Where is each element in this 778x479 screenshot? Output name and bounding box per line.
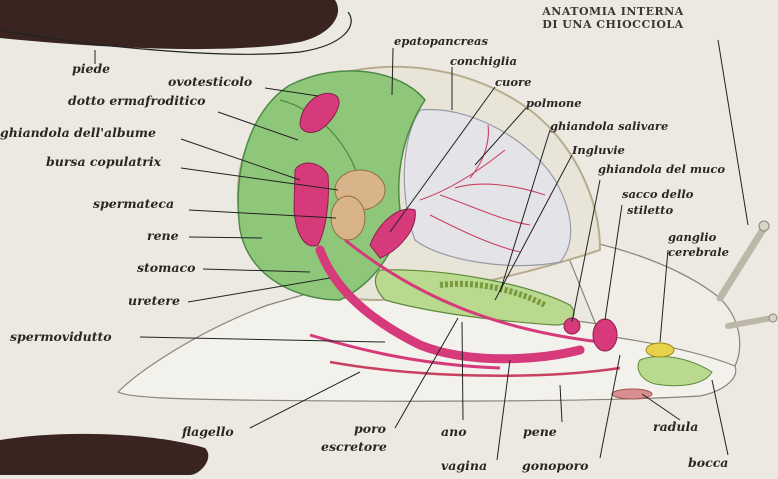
spermoviduct xyxy=(315,245,585,364)
label-ovotesticolo: ovotesticolo xyxy=(168,74,253,89)
mucus-gland xyxy=(563,317,581,335)
label-bursa-copulatrix: bursa copulatrix xyxy=(46,154,162,169)
crop xyxy=(374,269,575,326)
lower-tentacle-tip xyxy=(768,313,778,323)
label-flagello: flagello xyxy=(182,424,234,439)
upper-tentacle xyxy=(716,224,768,302)
buccal-mass xyxy=(637,355,713,387)
top-slug-shape xyxy=(0,0,339,50)
label-sacco-stiletto-2: stiletto xyxy=(627,203,674,217)
lower-tentacle xyxy=(725,315,775,329)
label-conchiglia: conchiglia xyxy=(450,54,517,68)
label-sacco-stiletto-1: sacco dello xyxy=(622,187,694,201)
label-ganglio-2: cerebrale xyxy=(668,245,729,259)
title-line-1: ANATOMIA INTERNA xyxy=(542,5,684,18)
label-pene: pene xyxy=(523,424,557,439)
label-gonoporo: gonoporo xyxy=(522,458,589,473)
label-ano: ano xyxy=(441,424,467,439)
ovotestis xyxy=(299,92,340,133)
top-curve-line xyxy=(0,11,352,55)
label-rene: rene xyxy=(147,228,179,243)
label-uretere: uretere xyxy=(128,293,180,308)
radula-organ xyxy=(611,388,653,400)
leader-lines xyxy=(94,39,749,461)
intestine xyxy=(329,360,621,377)
label-polmone: polmone xyxy=(526,96,582,110)
label-ingluvie: Ingluvie xyxy=(572,143,625,157)
label-spermateca: spermateca xyxy=(93,196,175,211)
label-epatopancreas: epatopancreas xyxy=(394,34,488,48)
label-escretore: escretore xyxy=(321,439,387,454)
label-piede: piede xyxy=(72,61,111,76)
upper-tentacle-tip xyxy=(758,220,770,232)
label-bocca: bocca xyxy=(688,455,729,470)
label-ganglio-1: ganglio xyxy=(668,230,717,244)
salivary-gland xyxy=(439,280,547,308)
label-ghiandola-muco: ghiandola del muco xyxy=(598,162,726,176)
cerebral-ganglion xyxy=(645,342,675,358)
label-ghiandola-albume: ghiandola dell'albume xyxy=(0,125,156,140)
label-ghiandola-salivare: ghiandola salivare xyxy=(550,119,669,133)
flagellum xyxy=(309,333,501,370)
label-poro: poro xyxy=(354,421,387,436)
bottom-slug-shape xyxy=(0,433,209,475)
label-vagina: vagina xyxy=(441,458,488,473)
lung xyxy=(403,108,572,267)
label-cuore: cuore xyxy=(495,75,532,89)
diagram-title: ANATOMIA INTERNA DI UNA CHIOCCIOLA xyxy=(528,5,698,31)
label-radula: radula xyxy=(653,419,699,434)
penis xyxy=(592,318,618,352)
label-dotto-ermafroditico: dotto ermafroditico xyxy=(68,93,206,108)
title-line-2: DI UNA CHIOCCIOLA xyxy=(542,17,684,31)
label-stomaco: stomaco xyxy=(137,260,196,275)
heart xyxy=(369,208,416,259)
spermatheca xyxy=(330,195,366,241)
vas-deferens xyxy=(344,238,601,344)
label-spermovidutto: spermovidutto xyxy=(10,329,112,344)
